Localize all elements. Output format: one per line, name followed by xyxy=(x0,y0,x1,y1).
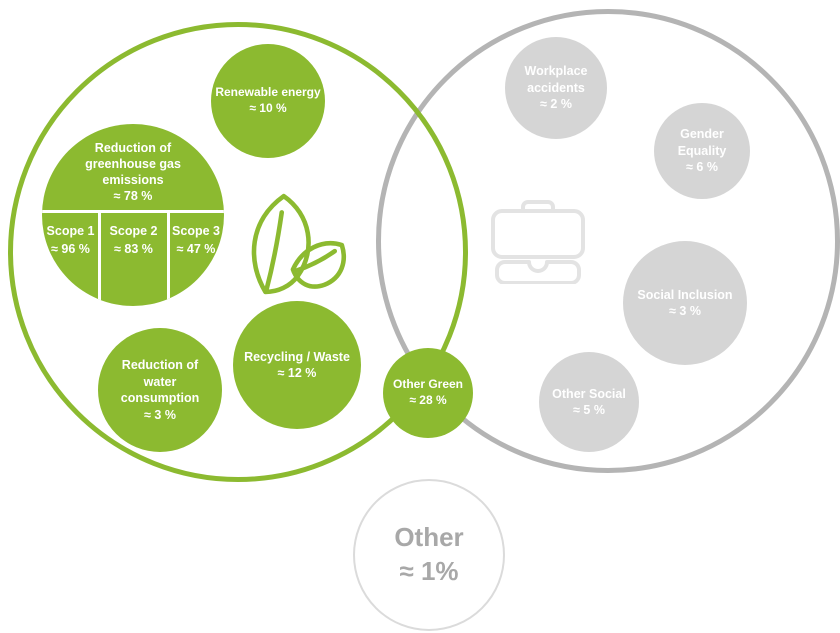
ghg-divider-vertical-1 xyxy=(98,213,101,306)
scope-label: Scope 3 xyxy=(172,224,220,238)
other-circle: Other ≈ 1% xyxy=(353,479,505,631)
bubble-other-green: Other Green ≈ 28 % xyxy=(383,348,473,438)
bubble-renewable-energy: Renewable energy ≈ 10 % xyxy=(211,44,325,158)
ghg-divider-horizontal xyxy=(42,210,224,213)
other-label: Other xyxy=(394,522,464,553)
scope-value: ≈ 47 % xyxy=(176,241,216,256)
bubble-label: Workplace accidents xyxy=(524,64,588,95)
leaf-icon xyxy=(245,190,347,297)
bubble-value: ≈ 2 % xyxy=(540,97,572,112)
bubble-label: Reduction of water consumption xyxy=(120,358,200,405)
ghg-divider-vertical-2 xyxy=(167,213,170,306)
ghg-title: Reduction of greenhouse gas emissions ≈ … xyxy=(42,140,224,204)
briefcase-icon xyxy=(490,196,586,284)
bubble-value: ≈ 12 % xyxy=(277,366,317,380)
scope-value: ≈ 96 % xyxy=(51,241,90,256)
bubble-label: Other Social xyxy=(552,386,626,401)
other-value: ≈ 1% xyxy=(399,556,459,586)
bubble-label: Social Inclusion xyxy=(637,287,733,302)
bubble-recycling-waste: Recycling / Waste ≈ 12 % xyxy=(233,301,361,429)
ghg-scope-3: Scope 3 ≈ 47 % xyxy=(168,213,224,306)
bubble-other-social: Other Social ≈ 5 % xyxy=(539,352,639,452)
bubble-value: ≈ 3 % xyxy=(144,407,176,422)
bubble-water-consumption: Reduction of water consumption ≈ 3 % xyxy=(98,328,222,452)
bubble-label: Gender Equality xyxy=(677,127,727,158)
bubble-value: ≈ 5 % xyxy=(573,403,605,417)
ghg-scope-2: Scope 2 ≈ 83 % xyxy=(99,213,168,306)
bubble-value: ≈ 78 % xyxy=(113,189,153,203)
bubble-label: Other Green xyxy=(392,377,464,392)
green-circle-ring xyxy=(8,22,468,482)
scope-label: Scope 2 xyxy=(109,224,158,238)
bubble-label: Reduction of greenhouse gas emissions xyxy=(85,141,181,187)
bubble-ghg-emissions: Reduction of greenhouse gas emissions ≈ … xyxy=(42,124,224,306)
bubble-gender-equality: Gender Equality ≈ 6 % xyxy=(654,103,750,199)
bubble-value: ≈ 10 % xyxy=(249,101,287,115)
scope-label: Scope 1 xyxy=(46,224,95,238)
bubble-value: ≈ 28 % xyxy=(409,393,447,407)
ghg-scopes-row: Scope 1 ≈ 96 % Scope 2 ≈ 83 % Scope 3 ≈ … xyxy=(42,213,224,306)
bubble-value: ≈ 3 % xyxy=(669,304,701,318)
ghg-scope-1: Scope 1 ≈ 96 % xyxy=(42,213,99,306)
scope-value: ≈ 83 % xyxy=(114,241,153,256)
bubble-label: Recycling / Waste xyxy=(244,349,350,364)
bubble-label: Renewable energy xyxy=(215,85,321,100)
bubble-workplace-accidents: Workplace accidents ≈ 2 % xyxy=(505,37,607,139)
bubble-social-inclusion: Social Inclusion ≈ 3 % xyxy=(623,241,747,365)
bubble-value: ≈ 6 % xyxy=(686,160,718,175)
